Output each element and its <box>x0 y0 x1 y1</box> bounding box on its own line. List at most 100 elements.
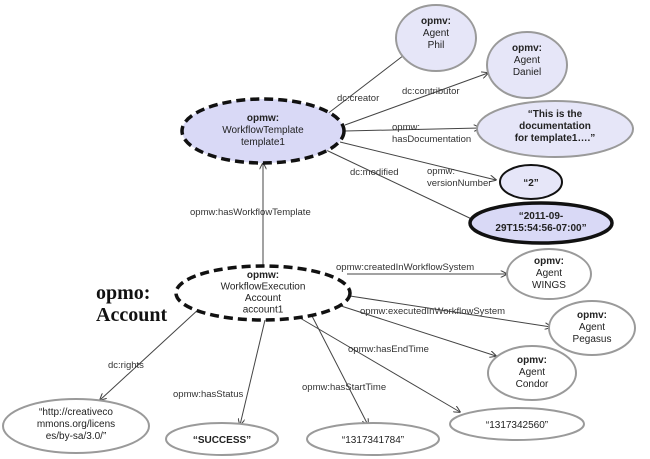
start-time-node[interactable]: “1317341784” <box>306 422 440 456</box>
text-line: “SUCCESS” <box>193 435 251 446</box>
text-line: hasDocumentation <box>392 134 471 145</box>
text-line: 29T15:54:56-07:00” <box>495 223 586 234</box>
edge-creator-line <box>321 52 408 119</box>
edge-executed-in-system-line <box>349 295 551 327</box>
text-line: opmv: <box>517 355 547 366</box>
text-line: versionNumber <box>427 178 491 189</box>
status-node-label: “SUCCESS” <box>193 435 251 446</box>
edge-label-has-documentation: opmw:hasDocumentation <box>392 122 471 145</box>
edge-label-contributor: dc:contributor <box>402 86 460 97</box>
text-line: opmv: <box>512 43 542 54</box>
text-line: for template1….” <box>515 133 596 144</box>
text-line: WINGS <box>532 280 566 291</box>
edge-label-has-workflow-template: opmw:hasWorkflowTemplate <box>190 207 311 218</box>
text-line: opmw:executedInWorkflowSystem <box>360 306 505 317</box>
end-time-node[interactable]: “1317342560” <box>449 407 585 441</box>
edge-has-status-line <box>240 319 266 425</box>
edge-label-version-number: opmw:versionNumber <box>427 166 491 189</box>
edge-contributor-line <box>344 73 488 126</box>
edge-has-start-time-line <box>299 317 460 412</box>
edge-label-executed-in-system: opmw:executedInWorkflowSystem <box>360 306 505 317</box>
edge-label-modified: dc:modified <box>350 167 399 178</box>
text-line: documentation <box>519 121 591 132</box>
text-line: “1317342560” <box>486 420 548 431</box>
text-line: mmons.org/licens <box>37 419 115 430</box>
text-line: es/by-sa/3.0/” <box>46 431 107 442</box>
text-line: Agent <box>579 322 605 333</box>
text-line: dc:contributor <box>402 86 460 97</box>
text-line: Account <box>245 293 281 304</box>
text-line: opmv: <box>421 16 451 27</box>
text-line: “1317341784” <box>342 435 404 446</box>
text-line: Account <box>96 304 167 326</box>
edge-label-has-end-time: opmw:hasEndTime <box>348 344 429 355</box>
edge-label-has-start-time: opmw:hasStartTime <box>302 382 386 393</box>
account-side-label: opmo:Account <box>96 282 167 326</box>
edge-version-number-line <box>339 141 496 180</box>
text-line: WorkflowExecution <box>221 282 306 293</box>
text-line: Pegasus <box>573 334 612 345</box>
text-line: “2” <box>523 178 539 189</box>
text-line: template1 <box>241 137 285 148</box>
end-time-node-label: “1317342560” <box>486 420 548 431</box>
edge-label-created-in-system: opmw:createdInWorkflowSystem <box>336 262 474 273</box>
text-line: dc:modified <box>350 167 399 178</box>
edge-label-rights: dc:rights <box>108 360 144 371</box>
version-number-node-label: “2” <box>523 178 539 189</box>
modified-date-node-label: “2011-09-29T15:54:56-07:00” <box>495 211 586 234</box>
text-line: opmv: <box>534 256 564 267</box>
text-line: opmw: <box>247 113 279 124</box>
edges-layer <box>100 52 551 425</box>
text-line: account1 <box>243 305 284 316</box>
text-line: Condor <box>516 379 549 390</box>
edge-rights-line <box>100 307 201 400</box>
status-node[interactable]: “SUCCESS” <box>165 422 279 456</box>
text-line: WorkflowTemplate <box>222 125 304 136</box>
text-line: opmw:hasWorkflowTemplate <box>190 207 311 218</box>
text-line: opmw: <box>427 166 455 177</box>
text-line: opmw: <box>392 122 420 133</box>
text-line: opmw:hasEndTime <box>348 344 429 355</box>
edge-start-time-line <box>311 315 368 425</box>
text-line: opmw:hasStartTime <box>302 382 386 393</box>
text-line: Daniel <box>513 67 541 78</box>
text-line: opmo: <box>96 282 150 304</box>
edge-label-creator: dc:creator <box>337 93 379 104</box>
text-line: “2011-09- <box>519 211 563 222</box>
text-line: opmv: <box>577 310 607 321</box>
start-time-node-label: “1317341784” <box>342 435 404 446</box>
modified-date-node[interactable]: “2011-09-29T15:54:56-07:00” <box>468 201 614 245</box>
edge-modified-line <box>325 149 478 222</box>
text-line: opmw:hasStatus <box>173 389 243 400</box>
text-line: Phil <box>428 40 445 51</box>
edge-has-documentation-line <box>344 128 480 131</box>
text-line: dc:creator <box>337 93 379 104</box>
text-line: opmw:createdInWorkflowSystem <box>336 262 474 273</box>
text-line: Agent <box>423 28 449 39</box>
text-line: Agent <box>536 268 562 279</box>
text-line: dc:rights <box>108 360 144 371</box>
edge-labels-layer: dc:creator dc:contributor opmw:hasDocume… <box>108 86 505 400</box>
text-line: opmw: <box>247 270 279 281</box>
version-number-node[interactable]: “2” <box>499 164 563 200</box>
edge-has-end-time-line <box>337 304 496 356</box>
